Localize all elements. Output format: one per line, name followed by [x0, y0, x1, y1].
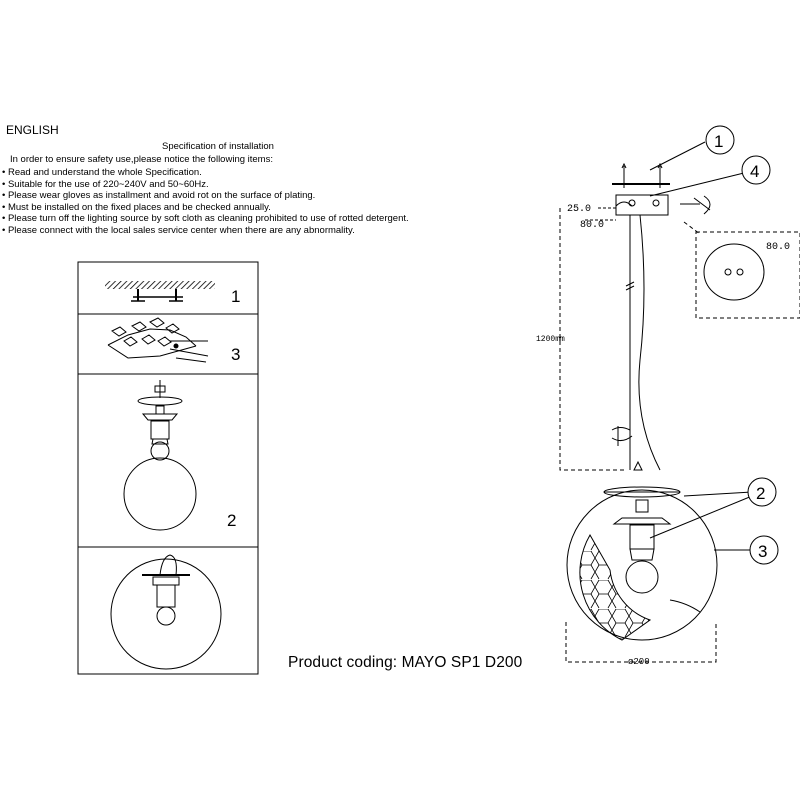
step1-ceiling-bracket: [105, 281, 215, 302]
language-label: ENGLISH: [6, 123, 59, 137]
callouts: [649, 125, 779, 565]
spec-list: Read and understand the whole Specificat…: [2, 167, 409, 236]
step3-wiring: [107, 317, 209, 363]
step2-pendant: [123, 380, 197, 531]
spec-item: Read and understand the whole Specificat…: [2, 167, 409, 179]
dim-cable-length: 1200mm: [536, 335, 565, 344]
step4-final-pendant: [110, 554, 222, 670]
spec-item: Please wear gloves as installment and av…: [2, 190, 409, 202]
callout-3: 3: [758, 542, 767, 561]
spec-intro: In order to ensure safety use,please not…: [10, 154, 273, 165]
dim-canopy-width: 80.0: [580, 220, 604, 231]
product-coding: Product coding: MAYO SP1 D200: [288, 654, 523, 671]
callout-4: 4: [750, 162, 759, 181]
step2-number: 2: [227, 511, 236, 530]
spec-item: Please turn off the lighting source by s…: [2, 213, 409, 225]
spec-item: Please connect with the local sales serv…: [2, 225, 409, 237]
callout-1: 1: [714, 132, 723, 151]
steps-panel: [77, 261, 259, 675]
spec-title: Specification of installation: [162, 141, 274, 152]
step1-number: 1: [231, 287, 240, 306]
dim-shade-diameter: ø200: [628, 657, 650, 667]
callout-2: 2: [756, 484, 765, 503]
dim-canopy-diameter: 80.0: [766, 242, 790, 253]
spec-item: Suitable for the use of 220~240V and 50~…: [2, 179, 409, 191]
step3-number: 3: [231, 345, 240, 364]
dim-canopy-height: 25.0: [567, 204, 591, 215]
main-pendant-drawing: [559, 162, 800, 663]
spec-item: Must be installed on the fixed places an…: [2, 202, 409, 214]
